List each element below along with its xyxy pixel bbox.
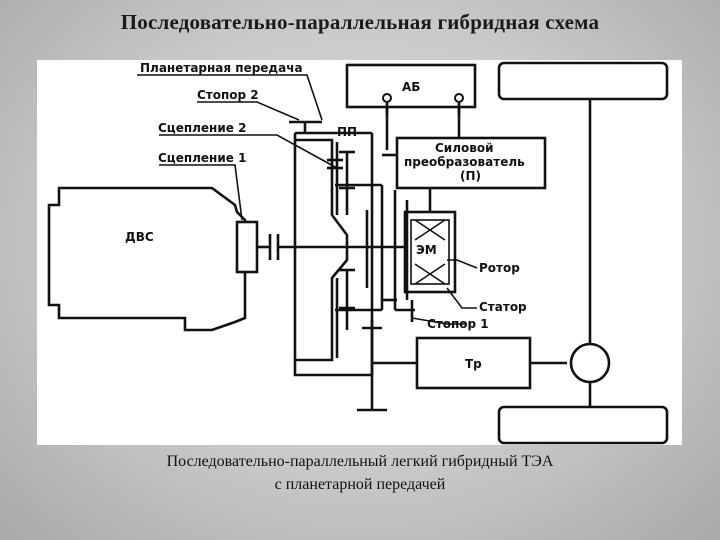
stator-label: Статор [479,300,527,314]
caption-line-1: Последовательно-параллельный легкий гибр… [166,453,554,470]
transmission-box [415,336,567,390]
planetary-label: Планетарная передача [140,61,303,75]
transmission-label: Тр [465,357,482,371]
caption-line-2: с планетарной передачей [274,476,446,493]
planetary-frame [289,120,397,377]
converter-label-1: Силовой [435,141,494,155]
converter-box [395,136,547,212]
wheel-axle [497,61,669,445]
battery-box [345,63,477,150]
hybrid-scheme-diagram: ДВС [47,61,669,445]
pp-label: ПП [337,125,357,139]
stopor2-label: Стопор 2 [197,88,259,102]
rotor-label: Ротор [479,261,520,275]
diagram-panel: ДВС [37,60,682,445]
clutch2-label: Сцепление 2 [158,121,246,135]
electric-machine [393,190,457,322]
stopor1-label: Стопор 1 [427,317,489,331]
clutch-1 [257,234,295,260]
engine-block [47,186,259,332]
em-label: ЭМ [416,243,437,257]
converter-label-3: (П) [460,169,481,183]
battery-label: АБ [402,80,420,94]
leader-lines [137,74,478,325]
clutch1-label: Сцепление 1 [158,151,246,165]
converter-label-2: преобразователь [404,155,525,169]
slide-title: Последовательно-параллельная гибридная с… [120,10,600,34]
engine-label: ДВС [125,230,154,244]
